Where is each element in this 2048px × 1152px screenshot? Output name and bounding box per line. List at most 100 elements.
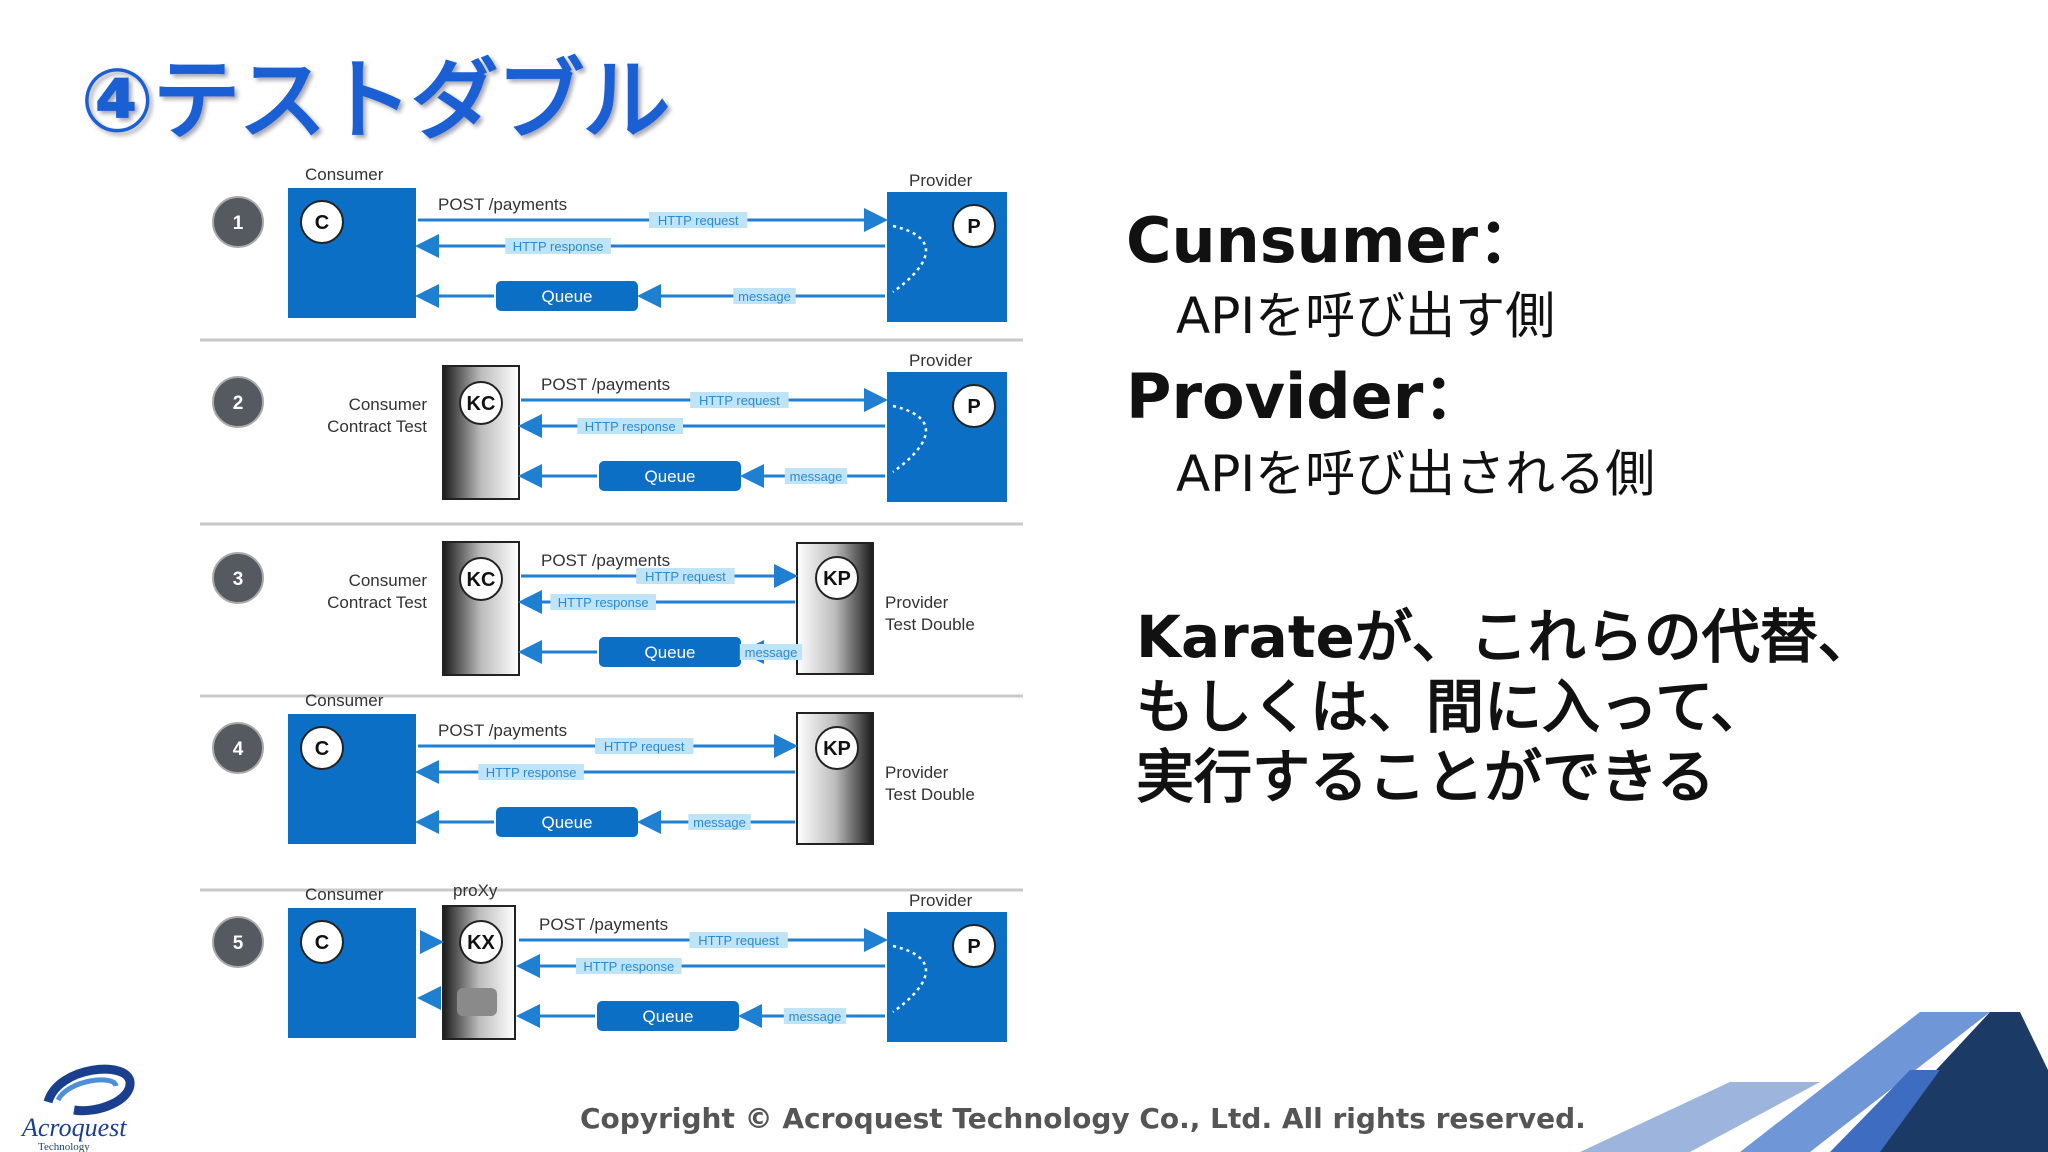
consumer-circle [300,726,344,770]
karate-consumer-circle [459,557,503,601]
provider-letter: P [967,936,980,958]
consumer-label: Consumer [305,885,384,904]
slide-title: ④テストダブル [80,49,671,152]
logo-wordmark: Acroquest [20,1113,127,1142]
http-request-label-bg [636,568,735,584]
queue-label: Queue [541,287,592,306]
provider-letter: P [967,396,980,418]
post-payments-label: POST /payments [438,721,567,740]
consumer-contract-test-label: Contract Test [327,417,427,436]
provider-internal-flow [892,224,928,294]
karate-proxy-letter: KX [467,932,495,954]
consumer-description: APIを呼び出す側 [1176,287,1556,345]
summary-line: Karateが、これらの代替、 [1136,603,1876,671]
proxy-queue-icon [457,988,497,1016]
http-request-label-bg [690,392,789,408]
step-number: 1 [233,213,244,234]
http-request-label-bg [649,212,748,228]
consumer-contract-test-label: Contract Test [327,593,427,612]
provider-letter: P [967,216,980,238]
consumer-letter: C [315,738,329,760]
message-label: message [738,289,791,304]
queue-box [599,461,741,491]
post-payments-label: POST /payments [541,551,670,570]
http-request-label: HTTP request [658,213,739,228]
step-number: 4 [233,739,244,760]
http-response-label-bg [577,418,683,434]
message-label-bg [688,814,751,830]
karate-provider-letter: KP [823,568,851,590]
provider-test-double-label: Provider [885,593,949,612]
http-response-label-bg [505,238,611,254]
step-number-circle [212,196,264,248]
message-label-bg [739,644,803,660]
http-response-label: HTTP response [583,959,674,974]
provider-internal-flow [892,404,928,474]
summary-line: もしくは、間に入って、 [1136,673,1769,741]
karate-provider-circle [815,556,859,600]
consumer-heading: Cunsumer： [1126,204,1541,277]
step-number: 2 [233,393,244,414]
http-response-label-bg [550,594,656,610]
http-request-label: HTTP request [699,393,780,408]
logo-subtext: Technology [38,1141,90,1152]
http-response-label-bg [576,958,682,974]
provider-label: Provider [909,351,973,370]
queue-label: Queue [644,467,695,486]
queue-box [599,637,741,667]
message-label: message [790,469,843,484]
message-label: message [745,645,798,660]
step-number-circle [212,722,264,774]
message-label-bg [784,468,848,484]
queue-box [597,1001,739,1031]
consumer-letter: C [315,932,329,954]
consumer-circle [300,200,344,244]
step-number: 5 [233,933,244,954]
message-label: message [789,1009,842,1024]
consumer-label: Consumer [305,691,384,710]
http-response-label-bg [478,764,584,780]
message-label: message [693,815,746,830]
http-response-label: HTTP response [585,419,676,434]
summary-line: 実行することができる [1136,743,1715,811]
http-response-label: HTTP response [558,595,649,610]
provider-circle [952,924,996,968]
proxy-label: proXy [453,881,498,900]
acroquest-logo: Acroquest Technology [20,1064,135,1152]
consumer-contract-test-label: Consumer [349,395,428,414]
step-number-circle [212,916,264,968]
provider-test-double-label: Provider [885,763,949,782]
queue-label: Queue [644,643,695,662]
karate-provider-letter: KP [823,738,851,760]
http-response-label: HTTP response [486,765,577,780]
queue-label: Queue [541,813,592,832]
provider-label: Provider [909,891,973,910]
karate-consumer-letter: KC [467,393,496,415]
consumer-letter: C [315,212,329,234]
consumer-label: Consumer [305,165,384,184]
consumer-contract-test-label: Consumer [349,571,428,590]
http-response-label: HTTP response [513,239,604,254]
post-payments-label: POST /payments [438,195,567,214]
provider-heading: Provider： [1126,360,1486,433]
http-request-label-bg [689,932,788,948]
corner-decoration [1580,1012,2048,1152]
http-request-label: HTTP request [645,569,726,584]
karate-consumer-letter: KC [467,569,496,591]
queue-label: Queue [642,1007,693,1026]
post-payments-label: POST /payments [541,375,670,394]
http-request-label: HTTP request [604,739,685,754]
queue-box [496,807,638,837]
copyright: Copyright © Acroquest Technology Co., Lt… [580,1102,1586,1135]
provider-test-double-label: Test Double [885,785,975,804]
provider-circle [952,384,996,428]
queue-box [496,281,638,311]
step-number: 3 [233,569,244,590]
step-number-circle [212,552,264,604]
http-request-label-bg [595,738,694,754]
http-request-label: HTTP request [698,933,779,948]
message-label-bg [733,288,796,304]
karate-consumer-circle [459,381,503,425]
message-label-bg [783,1008,847,1024]
